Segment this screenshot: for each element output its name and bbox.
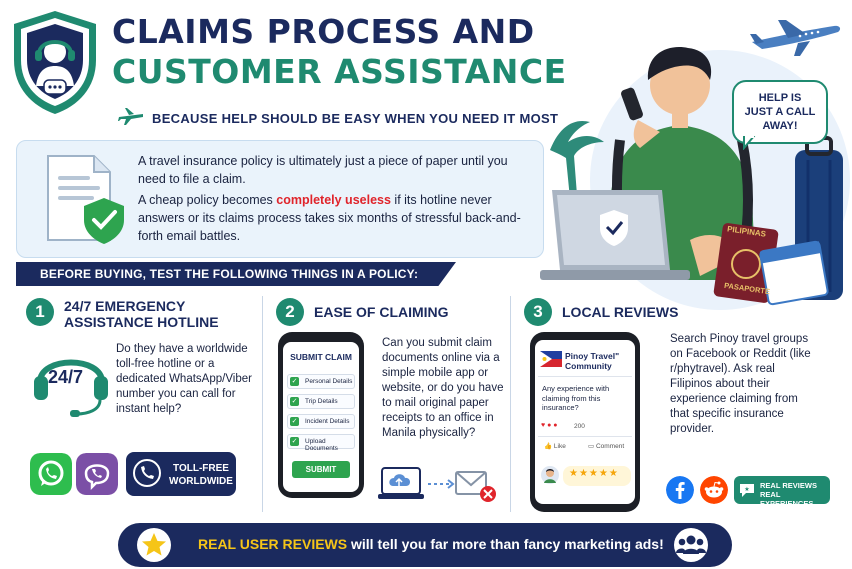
form-row[interactable]: Incident Details: [287, 414, 355, 429]
philippine-flag-icon: [540, 351, 562, 367]
step-number-1: 1: [26, 298, 54, 326]
avatar: [541, 466, 559, 484]
section-1-title: 24/7 EMERGENCY ASSISTANCE HOTLINE: [64, 298, 219, 330]
svg-text:★: ★: [744, 486, 749, 493]
intro-text: A travel insurance policy is ultimately …: [138, 152, 528, 248]
section-1-title-line-2: ASSISTANCE HOTLINE: [64, 314, 219, 330]
bubble-line-2: JUST A CALL: [744, 106, 816, 118]
community-name-line-1: Pinoy Travel": [565, 351, 620, 361]
footer-rest: will tell you far more than fancy market…: [347, 536, 664, 552]
section-2-title: EASE OF CLAIMING: [314, 304, 449, 320]
bubble-line-3: AWAY!: [762, 120, 798, 132]
like-label: Like: [553, 443, 566, 450]
comment-label: Comment: [595, 443, 625, 450]
column-divider-1: [262, 296, 263, 512]
whatsapp-icon: [30, 453, 72, 495]
subtitle: BECAUSE HELP SHOULD BE EASY WHEN YOU NEE…: [152, 111, 559, 126]
separator: [538, 376, 632, 377]
community-post: Any experience with claiming from this i…: [542, 384, 610, 412]
star-icon: [137, 528, 171, 562]
real-reviews-line-2: REAL EXPERIENCES: [760, 490, 814, 508]
viber-icon: [76, 453, 118, 495]
toll-free-label: TOLL-FREE WORLDWIDE: [166, 462, 236, 488]
real-reviews-line-1: REAL REVIEWS: [760, 481, 817, 490]
hotline-24-7-text: 24/7: [48, 367, 84, 387]
document-shield-icon: [47, 155, 124, 244]
step-number-3: 3: [524, 298, 552, 326]
title-line-2: CUSTOMER ASSISTANCE: [112, 52, 567, 91]
review-chat-icon: ★: [740, 484, 754, 497]
section-3-title: LOCAL REVIEWS: [562, 304, 679, 320]
upload-to-mail-icon: [378, 467, 496, 502]
check-icon: ✓: [290, 417, 299, 426]
reaction-count: 200: [574, 423, 585, 430]
footer-highlight: REAL USER REVIEWS: [198, 536, 348, 552]
help-speech-bubble: HELP IS JUST A CALL AWAY!: [732, 80, 828, 144]
check-icon: ✓: [290, 437, 299, 446]
intro-p2-end: if its hotline never answers or its clai…: [138, 193, 521, 243]
section-2-body: Can you submit claim documents online vi…: [382, 337, 504, 439]
submit-button[interactable]: SUBMIT: [292, 461, 350, 478]
airplane-icon: [750, 20, 841, 56]
check-icon: ✓: [290, 377, 299, 386]
bubble-line-1: HELP IS: [758, 92, 802, 104]
reaction-icons: ♥ ● ●: [541, 422, 558, 429]
facebook-icon: [666, 476, 694, 504]
intro-paragraph-1: A travel insurance policy is ultimately …: [138, 154, 508, 186]
community-name-line-2: Community: [565, 361, 612, 371]
separator: [538, 436, 632, 437]
phone-24-icon: [133, 459, 161, 487]
intro-paragraph-2: A cheap policy becomes completely useles…: [138, 191, 528, 245]
traveler-illustration: [540, 47, 850, 310]
section-3-body: Search Pinoy travel groups on Facebook o…: [670, 333, 811, 435]
step-number-2: 2: [276, 298, 304, 326]
section-banner: BEFORE BUYING, TEST THE FOLLOWING THINGS…: [16, 262, 456, 286]
headset-shield-icon: [14, 11, 96, 114]
form-row[interactable]: Trip Details: [287, 394, 355, 409]
toll-free-line-1: TOLL-FREE: [173, 463, 229, 474]
footer-banner: [118, 523, 732, 567]
section-1-body: Do they have a worldwide toll-free hotli…: [116, 343, 252, 415]
community-name: Pinoy Travel" Community: [565, 351, 633, 371]
page-title: CLAIMS PROCESS AND CUSTOMER ASSISTANCE: [112, 12, 572, 92]
intro-highlight: completely useless: [276, 193, 391, 207]
comment-button[interactable]: ▭ Comment: [588, 443, 625, 450]
footer-message: REAL USER REVIEWS will tell you far more…: [198, 536, 664, 552]
toll-free-line-2: WORLDWIDE: [169, 476, 233, 487]
form-row[interactable]: Personal Details: [287, 374, 355, 389]
like-button[interactable]: 👍 Like: [544, 443, 566, 450]
plane-icon: [118, 108, 143, 125]
star-rating: ★★★★★: [563, 466, 631, 486]
form-header: SUBMIT CLAIM: [290, 352, 352, 362]
title-line-1: CLAIMS PROCESS AND: [112, 12, 535, 51]
column-divider-2: [510, 296, 511, 512]
people-icon: [674, 528, 708, 562]
section-1-title-line-1: 24/7 EMERGENCY: [64, 298, 186, 314]
form-row[interactable]: Upload Documents: [287, 434, 355, 452]
intro-p2-start: A cheap policy becomes: [138, 193, 277, 207]
check-icon: ✓: [290, 397, 299, 406]
hotline-24-7-icon: [34, 359, 108, 417]
reddit-icon: [700, 476, 728, 504]
real-reviews-label: REAL REVIEWS REAL EXPERIENCES: [760, 481, 828, 508]
bubble-tail: [743, 136, 756, 150]
